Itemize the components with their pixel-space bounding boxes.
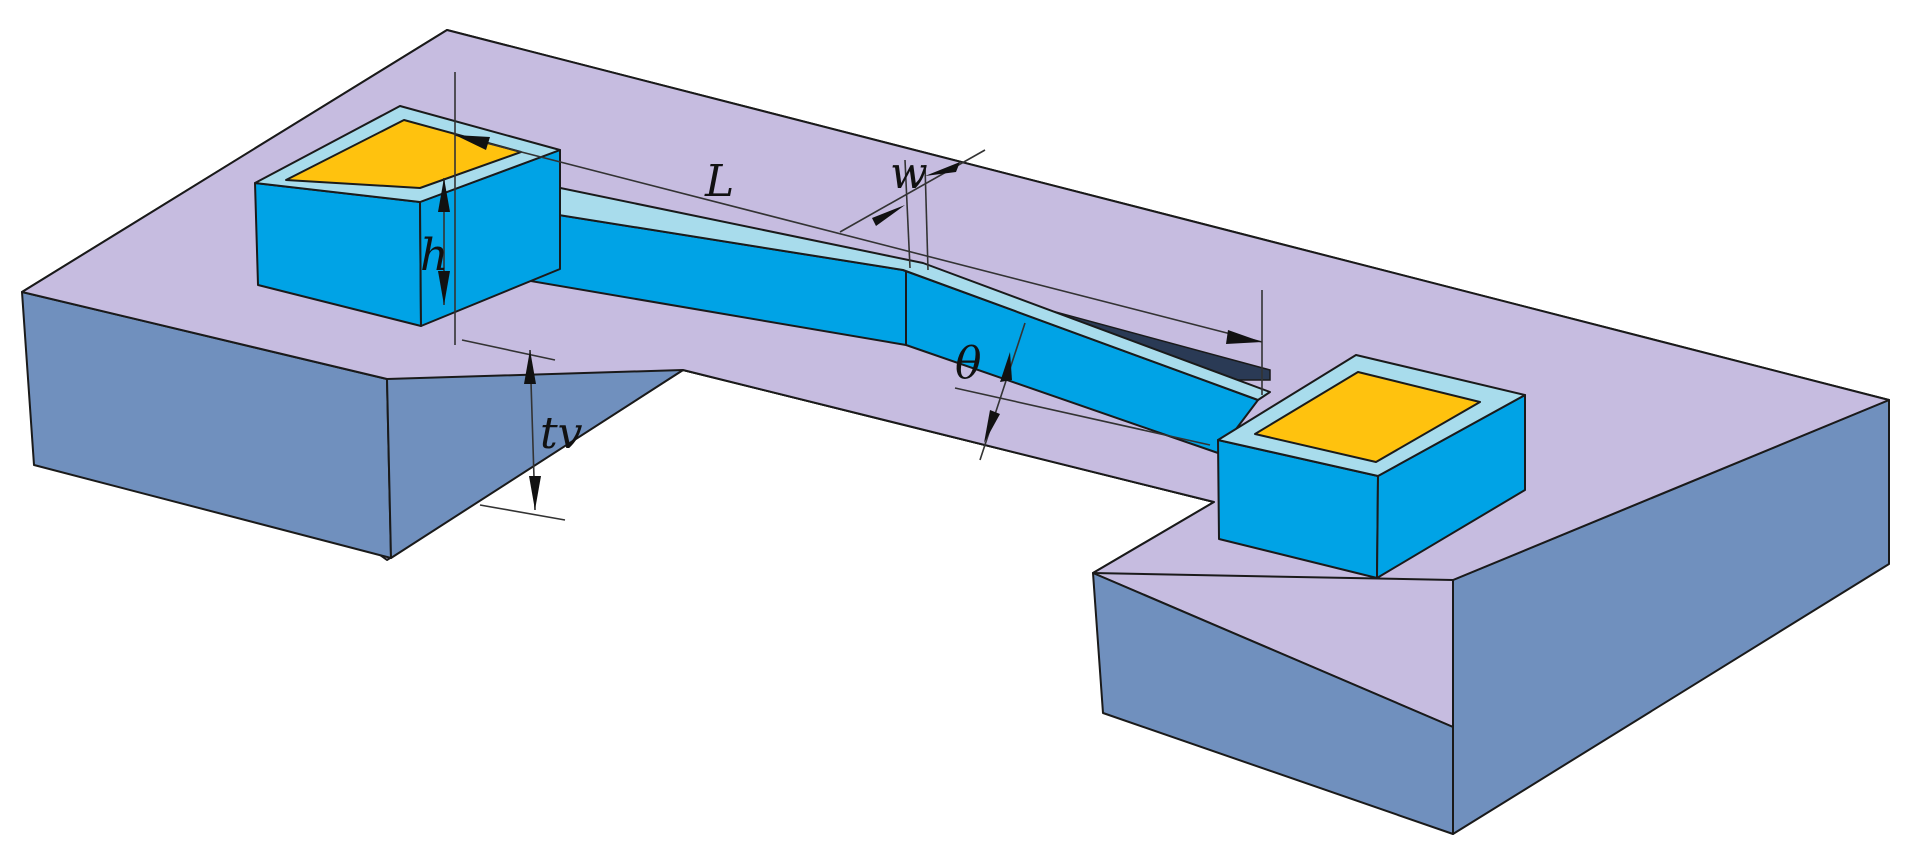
substrate	[21, 29, 1890, 835]
label-width: w	[890, 148, 928, 199]
label-length: L	[704, 156, 734, 207]
dimension-annotations	[438, 72, 1263, 521]
right-anchor-gold-pad	[1254, 371, 1481, 463]
right-anchor	[1217, 354, 1526, 579]
label-thickness: tv	[540, 408, 583, 459]
label-angle: θ	[955, 338, 982, 389]
label-height: h	[420, 230, 448, 281]
